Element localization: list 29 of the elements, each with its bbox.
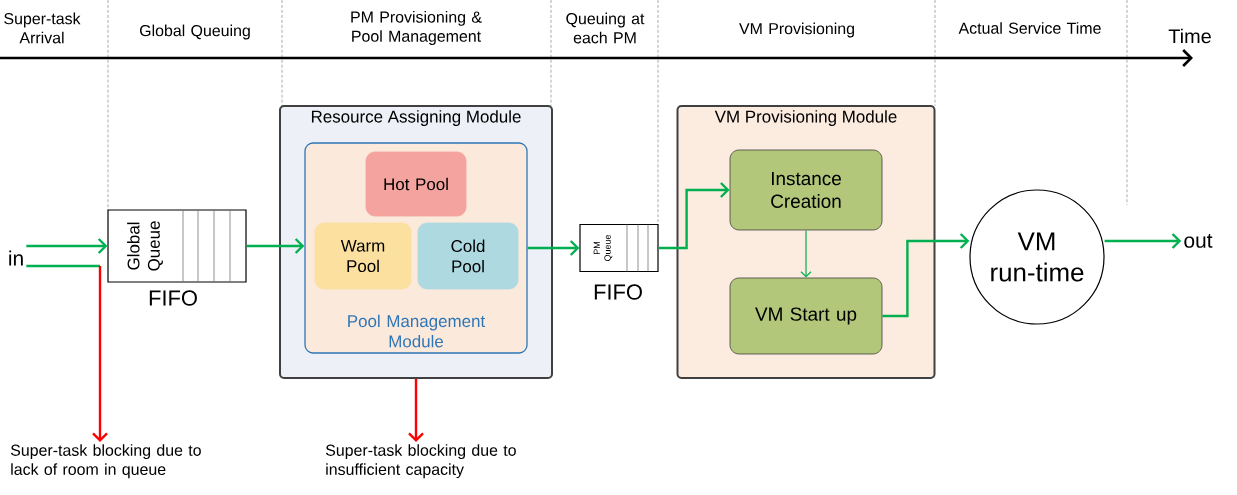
phase-label: PM Provisioning & Pool Management — [351, 11, 482, 45]
arrow — [1104, 233, 1182, 249]
arrow — [408, 379, 424, 442]
process-box: VM Start up — [729, 277, 883, 355]
arrow — [26, 264, 108, 442]
queue-box: PM Queue — [579, 223, 659, 273]
arrow — [26, 238, 108, 254]
input-label: in — [9, 250, 23, 266]
arrow — [882, 233, 970, 318]
process-box: Instance Creation — [729, 149, 883, 231]
phase-label: VM Provisioning — [739, 22, 854, 38]
phase-label: Super-task Arrival — [4, 12, 81, 44]
output-label: out — [1184, 234, 1213, 248]
pool-box: Hot Pool — [365, 151, 467, 217]
phase-label: Global Queuing — [140, 24, 250, 40]
blocking-note: Super-task blocking due to insufficient capacity — [325, 444, 516, 479]
arrow — [246, 238, 305, 254]
blocking-note: Super-task blocking due to lack of room in queue — [10, 444, 201, 479]
pool-box: Warm Pool — [314, 222, 412, 290]
pool-box: Cold Pool — [417, 222, 519, 290]
queue-box: Global Queue — [107, 209, 247, 283]
phase-label: Queuing at each PM — [566, 12, 645, 44]
phase-label: Time — [1168, 28, 1211, 44]
queue-label: FIFO — [149, 290, 197, 306]
arrow — [800, 229, 812, 278]
arrow — [658, 182, 730, 250]
queue-label: FIFO — [594, 284, 642, 300]
phase-label: Actual Service Time — [958, 22, 1101, 34]
arrow — [527, 240, 580, 256]
